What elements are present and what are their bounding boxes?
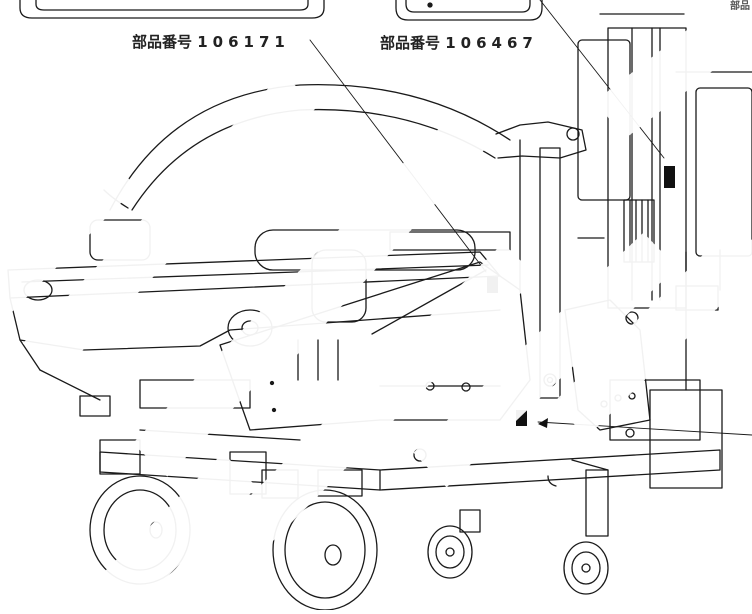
part-number-label-left: 部品番号 106171 (132, 31, 290, 52)
leader-lines (309, 0, 752, 436)
part-number-value: 106467 (445, 34, 538, 52)
corner-part-label: 部品 (730, 1, 750, 12)
warning-arrow-icon (538, 418, 548, 428)
callout-box-right (395, 0, 543, 21)
callout-box-left (19, 0, 325, 19)
decal-marker-mast (664, 166, 675, 188)
part-number-value: 106171 (197, 33, 290, 51)
caster-wheel-right (563, 541, 609, 595)
base-chassis (99, 439, 721, 537)
caster-wheel-mid (427, 525, 473, 579)
part-number-prefix: 部品番号 (380, 34, 441, 52)
part-number-label-right: 部品番号 106467 (380, 32, 538, 53)
decal-marker-frame (516, 410, 527, 426)
part-number-prefix: 部品番号 (132, 33, 193, 51)
